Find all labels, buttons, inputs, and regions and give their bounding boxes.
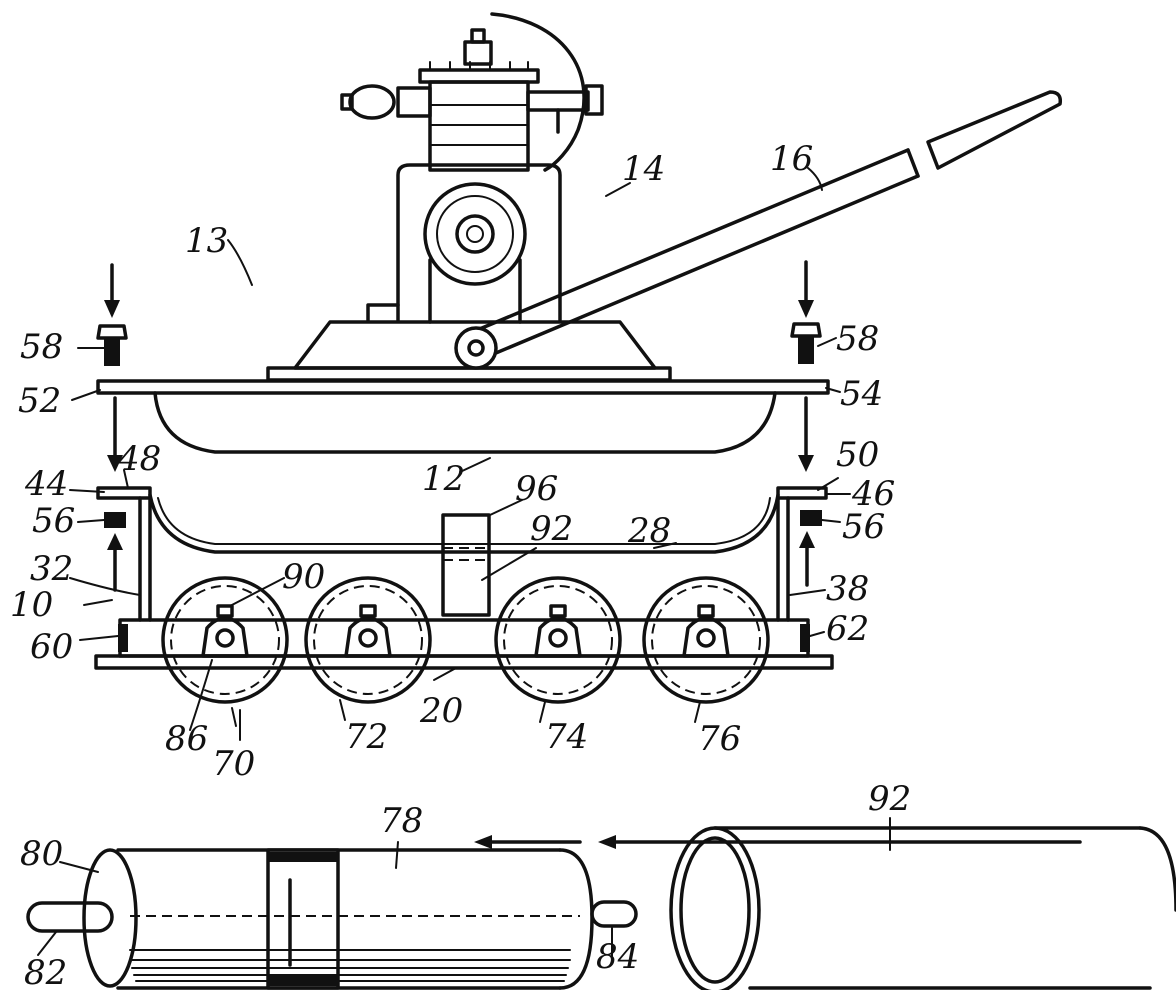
ref-13: 13 — [185, 221, 228, 261]
ref-46: 46 — [851, 474, 895, 514]
ref-90: 90 — [282, 557, 325, 597]
sleeve-92 — [669, 826, 1176, 990]
ref-56-left: 56 — [32, 501, 75, 541]
ref-80: 80 — [20, 834, 63, 874]
ref-56-right: 56 — [842, 507, 885, 547]
ref-82: 82 — [24, 953, 67, 990]
ref-92-upper: 92 — [530, 509, 573, 549]
ref-86: 86 — [165, 719, 208, 759]
reference-numerals: 13 14 16 58 58 52 54 12 44 48 50 46 56 5… — [10, 139, 911, 990]
ref-16: 16 — [770, 139, 813, 179]
ref-12: 12 — [422, 459, 465, 499]
roller-78 — [26, 848, 638, 990]
engine-assembly — [266, 12, 672, 382]
ref-50: 50 — [836, 435, 879, 475]
ref-14: 14 — [622, 149, 665, 189]
bolt-right — [790, 260, 822, 364]
ref-10: 10 — [10, 585, 53, 625]
ref-52: 52 — [18, 381, 61, 421]
handle — [454, 90, 1063, 370]
ref-92-lower: 92 — [868, 779, 911, 819]
ref-84: 84 — [596, 937, 639, 977]
wheel-72 — [304, 576, 432, 704]
ref-78: 78 — [380, 801, 423, 841]
ref-58-left: 58 — [20, 327, 63, 367]
ref-44: 44 — [24, 464, 68, 504]
wheel-74 — [494, 576, 622, 704]
ref-48: 48 — [117, 439, 161, 479]
base-frame-10 — [94, 486, 834, 670]
ref-70: 70 — [212, 744, 255, 784]
leader-lines — [37, 167, 891, 961]
ref-38: 38 — [826, 569, 869, 609]
ref-54: 54 — [840, 374, 883, 414]
ref-72: 72 — [345, 717, 388, 757]
wheel-70 — [161, 576, 289, 704]
ref-28: 28 — [627, 511, 671, 551]
ref-60: 60 — [30, 627, 73, 667]
ref-32: 32 — [30, 549, 73, 589]
ref-62: 62 — [826, 609, 869, 649]
wheel-76 — [642, 576, 770, 704]
ref-58-right: 58 — [836, 319, 879, 359]
ref-96: 96 — [515, 469, 558, 509]
ref-20: 20 — [419, 691, 463, 731]
bolt-left — [96, 263, 128, 366]
pan-12 — [96, 379, 830, 454]
ref-74: 74 — [545, 717, 588, 757]
ref-76: 76 — [698, 719, 741, 759]
